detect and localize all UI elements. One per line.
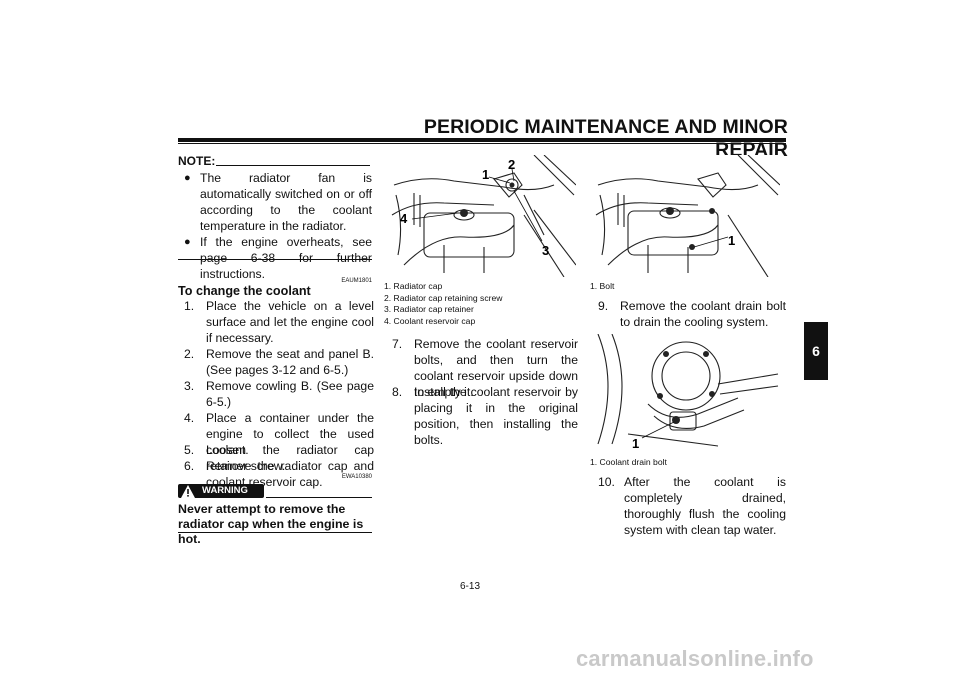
step-number: 5.	[184, 443, 195, 457]
bullet-dot-icon: ●	[184, 172, 191, 184]
caption-item: 4. Coolant reservoir cap	[384, 315, 476, 326]
step-text: Loosen the radiator cap retainer screw.	[206, 443, 374, 473]
step-text: Remove the coolant drain bolt to drain t…	[620, 299, 786, 329]
note-bullet-text: If the engine overheats, see page 6-38 f…	[200, 235, 372, 281]
step-text: Install the coolant reservoir by placing…	[414, 385, 578, 447]
step-text: Remove the seat and panel B. (See pages …	[206, 347, 374, 377]
figure3-captions: 1. Coolant drain bolt	[590, 457, 780, 469]
header-rule-thin	[178, 143, 786, 144]
note-rule	[216, 165, 370, 166]
warning-triangle-icon	[181, 485, 195, 498]
step-number: 7.	[392, 337, 403, 351]
bolt-figure: 1	[588, 155, 780, 277]
step-text: After the coolant is completely drained,…	[624, 475, 786, 537]
step-number: 4.	[184, 411, 195, 425]
caption-item: 1. Coolant drain bolt	[590, 457, 667, 467]
callout-3: 3	[542, 243, 549, 258]
step-text: Place a container under the engine to co…	[206, 411, 374, 457]
note-end-rule	[178, 259, 372, 260]
step-number: 6.	[184, 459, 195, 473]
note-label: NOTE:	[178, 154, 216, 168]
radiator-figure: 1 2 3 4	[384, 155, 576, 277]
callout-1: 1	[728, 233, 735, 248]
step-number: 2.	[184, 347, 195, 361]
callout-1: 1	[632, 436, 639, 451]
warning-end-rule	[178, 532, 372, 533]
warning-rule	[266, 497, 372, 498]
note-bullet-1: ● The radiator fan is automatically swit…	[184, 170, 372, 234]
figure1-captions: 1. Radiator cap 2. Radiator cap retainin…	[384, 281, 574, 327]
step-text: Remove the coolant reservoir bolts, and …	[414, 337, 578, 399]
step-1: 1. Place the vehicle on a level surface …	[184, 298, 374, 346]
step-9: 9. Remove the coolant drain bolt to drai…	[598, 298, 786, 330]
step-text: Remove cowling B. (See page 6-5.)	[206, 379, 374, 409]
step-2: 2. Remove the seat and panel B. (See pag…	[184, 346, 374, 378]
section-title: To change the coolant	[178, 284, 311, 298]
page-number: 6-13	[460, 581, 481, 592]
step-number: 9.	[598, 299, 609, 313]
chapter-tab: 6	[804, 322, 828, 380]
section-code: EAUM1801	[341, 278, 372, 284]
figure2-captions: 1. Bolt	[590, 281, 780, 293]
caption-item: 1. Bolt	[590, 281, 615, 291]
step-5: 5. Loosen the radiator cap retainer scre…	[184, 442, 374, 474]
step-number: 10.	[598, 475, 615, 489]
bullet-dot-icon: ●	[184, 236, 191, 248]
note-bullet-text: The radiator fan is automatically switch…	[200, 171, 372, 233]
callout-1: 1	[482, 167, 489, 182]
warning-code: EWA10380	[341, 474, 372, 480]
callout-2: 2	[508, 157, 515, 172]
step-number: 1.	[184, 299, 195, 313]
step-4: 4. Place a container under the engine to…	[184, 410, 374, 458]
step-7: 7. Remove the coolant reservoir bolts, a…	[392, 336, 578, 400]
watermark: carmanualsonline.info	[576, 646, 814, 671]
warning-label: WARNING	[202, 485, 248, 496]
step-text: Place the vehicle on a level surface and…	[206, 299, 374, 345]
caption-item: 1. Radiator cap	[384, 281, 443, 291]
step-3: 3. Remove cowling B. (See page 6-5.)	[184, 378, 374, 410]
caption-item: 2. Radiator cap retaining screw	[384, 292, 503, 303]
step-number: 3.	[184, 379, 195, 393]
warning-text: Never attempt to remove the radiator cap…	[178, 502, 364, 546]
callout-4: 4	[400, 211, 408, 226]
step-10: 10. After the coolant is completely drai…	[598, 474, 786, 538]
caption-item: 3. Radiator cap retainer	[384, 304, 474, 314]
header-rule	[178, 138, 786, 142]
step-number: 8.	[392, 385, 403, 399]
warning-badge: WARNING	[178, 484, 264, 498]
note-bullet-2: ● If the engine overheats, see page 6-38…	[184, 234, 372, 282]
drain-bolt-figure: 1	[588, 334, 780, 452]
step-8: 8. Install the coolant reservoir by plac…	[392, 384, 578, 448]
step-6: 6. Remove the radiator cap and coolant r…	[184, 458, 374, 490]
